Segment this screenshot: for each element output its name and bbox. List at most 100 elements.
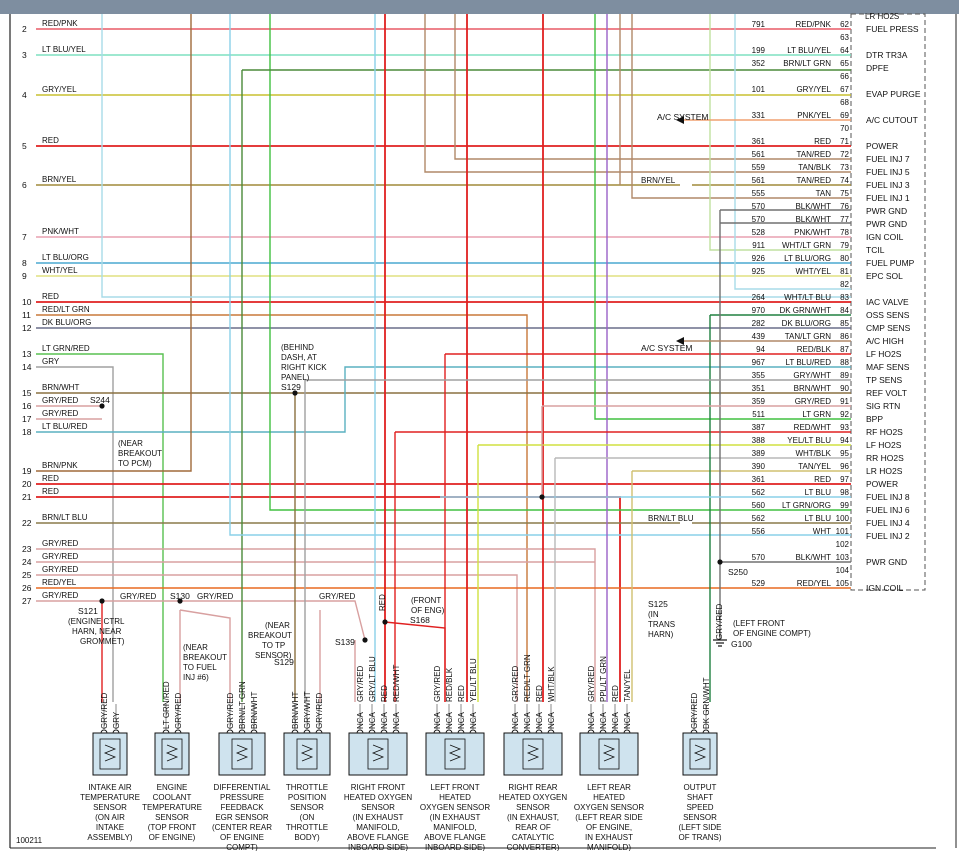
component-name-7-1: HEATED (593, 793, 625, 802)
splice-s130: S130 (170, 591, 190, 601)
right-pin-number-95: 95 (840, 449, 849, 458)
component-name-0-0: INTAKE AIR (88, 783, 132, 792)
component-pin-label-7-3: NCA (623, 711, 632, 729)
right-pin-number-67: 67 (840, 85, 849, 94)
component-symbol-8 (689, 738, 711, 770)
component-symbol-0 (99, 738, 121, 770)
component-name-0-4: INTAKE (96, 823, 124, 832)
component-pin-label-6-3: NCA (547, 711, 556, 729)
right-pin-color-105: RED/YEL (797, 579, 832, 588)
right-pin-color-77: BLK/WHT (795, 215, 831, 224)
right-pin-function-69: A/C CUTOUT (866, 115, 918, 125)
component-body-8 (682, 732, 718, 776)
right-pin-circuit-89: 355 (752, 371, 766, 380)
svg-text:TO TP: TO TP (262, 641, 285, 650)
right-pin-function-97: POWER (866, 479, 898, 489)
left-pin-label-15: BRN/WHT (42, 383, 79, 392)
component-pin-8-1 (702, 729, 710, 734)
right-pin-color-79: WHT/LT GRN (782, 241, 831, 250)
component-wire-label-5-0: GRY/RED (433, 665, 442, 702)
right-pin-function-86: A/C HIGH (866, 336, 904, 346)
component-pin-2-2 (250, 729, 258, 734)
right-pin-function-93: RF HO2S (866, 427, 903, 437)
component-name-5-0: LEFT FRONT (430, 783, 479, 792)
left-pin-label-22: BRN/LT BLU (42, 513, 88, 522)
right-pin-circuit-77: 570 (752, 215, 766, 224)
right-pin-circuit-96: 390 (752, 462, 766, 471)
right-pin-number-69: 69 (840, 111, 849, 120)
right-pin-number-79: 79 (840, 241, 849, 250)
component-name-8-2: SPEED (686, 803, 713, 812)
left-pin-label-3: LT BLU/YEL (42, 45, 86, 54)
right-pin-function-87: LF HO2S (866, 349, 902, 359)
right-pin-circuit-98: 562 (752, 488, 766, 497)
left-pin-number-14: 14 (22, 362, 32, 372)
component-name-5-6: INBOARD SIDE) (425, 843, 485, 851)
component-element-6 (526, 744, 540, 762)
splice-dot-1 (99, 598, 105, 604)
right-pin-number-70: 70 (840, 124, 849, 133)
svg-text:(IN: (IN (648, 610, 659, 619)
left-pin-number-9: 9 (22, 271, 27, 281)
left-pin-label-13: LT GRN/RED (42, 344, 90, 353)
component-name-0-2: SENSOR (93, 803, 127, 812)
left-pin-number-27: 27 (22, 596, 32, 606)
ac-arrow-1 (676, 116, 684, 124)
right-pin-circuit-78: 528 (752, 228, 766, 237)
right-pin-circuit-84: 970 (752, 306, 766, 315)
right-pin-circuit-95: 389 (752, 449, 766, 458)
left-pin-label-12: DK BLU/ORG (42, 318, 91, 327)
right-pin-number-64: 64 (840, 46, 849, 55)
right-pin-circuit-62: 791 (752, 20, 766, 29)
window-title-bar (0, 0, 959, 14)
left-pin-number-18: 18 (22, 427, 32, 437)
splice-s250: S250 (728, 567, 748, 577)
right-pin-color-100: LT BLU (805, 514, 832, 523)
component-pin-label-5-1: NCA (445, 711, 454, 729)
component-wire-label-6-2: RED (535, 685, 544, 702)
left-pin-number-21: 21 (22, 492, 32, 502)
component-name-2-5: OF ENGINE (220, 833, 264, 842)
component-pin-label-8-0: GRY/RED (690, 692, 699, 729)
svg-text:(NEAR: (NEAR (118, 439, 143, 448)
component-name-1-5: OF ENGINE) (149, 833, 196, 842)
wire-tan-red-72 (454, 14, 851, 160)
component-symbol-2 (231, 738, 253, 770)
left-pin-number-19: 19 (22, 466, 32, 476)
right-pin-circuit-79: 911 (752, 241, 765, 250)
splice-s129a: S129 (281, 382, 301, 392)
right-pin-circuit-88: 967 (752, 358, 766, 367)
gry-red-mid-label-b: GRY/RED (197, 592, 234, 601)
red-vertical-label: RED (378, 594, 387, 611)
component-pin-label-4-0: NCA (356, 711, 365, 729)
component-symbol-1 (161, 738, 183, 770)
wire-layer (36, 14, 851, 702)
right-pin-number-76: 76 (840, 202, 849, 211)
svg-text:HARN): HARN) (648, 630, 674, 639)
right-pin-circuit-91: 359 (752, 397, 766, 406)
wire-82 (734, 14, 851, 290)
right-pin-function-79: TCIL (866, 245, 885, 255)
component-name-7-4: OF ENGINE, (586, 823, 632, 832)
component-name-5-2: OXYGEN SENSOR (420, 803, 490, 812)
component-name-8-5: OF TRANS) (679, 833, 722, 842)
component-symbol-4 (367, 738, 389, 770)
svg-text:(ENGINE CTRL: (ENGINE CTRL (68, 617, 125, 626)
component-name-1-4: (TOP FRONT (148, 823, 197, 832)
right-pin-circuit-93: 387 (752, 423, 766, 432)
svg-text:SENSOR): SENSOR) (255, 651, 292, 660)
right-pin-function-62: FUEL PRESS (866, 24, 919, 34)
wire-red-s168 (384, 621, 446, 702)
ac-system-label-2: A/C SYSTEM (641, 343, 692, 353)
component-name-0-5: ASSEMBLY) (87, 833, 133, 842)
component-pin-label-4-2: NCA (380, 711, 389, 729)
right-pin-number-98: 98 (840, 488, 849, 497)
right-pin-color-86: TAN/LT GRN (785, 332, 831, 341)
